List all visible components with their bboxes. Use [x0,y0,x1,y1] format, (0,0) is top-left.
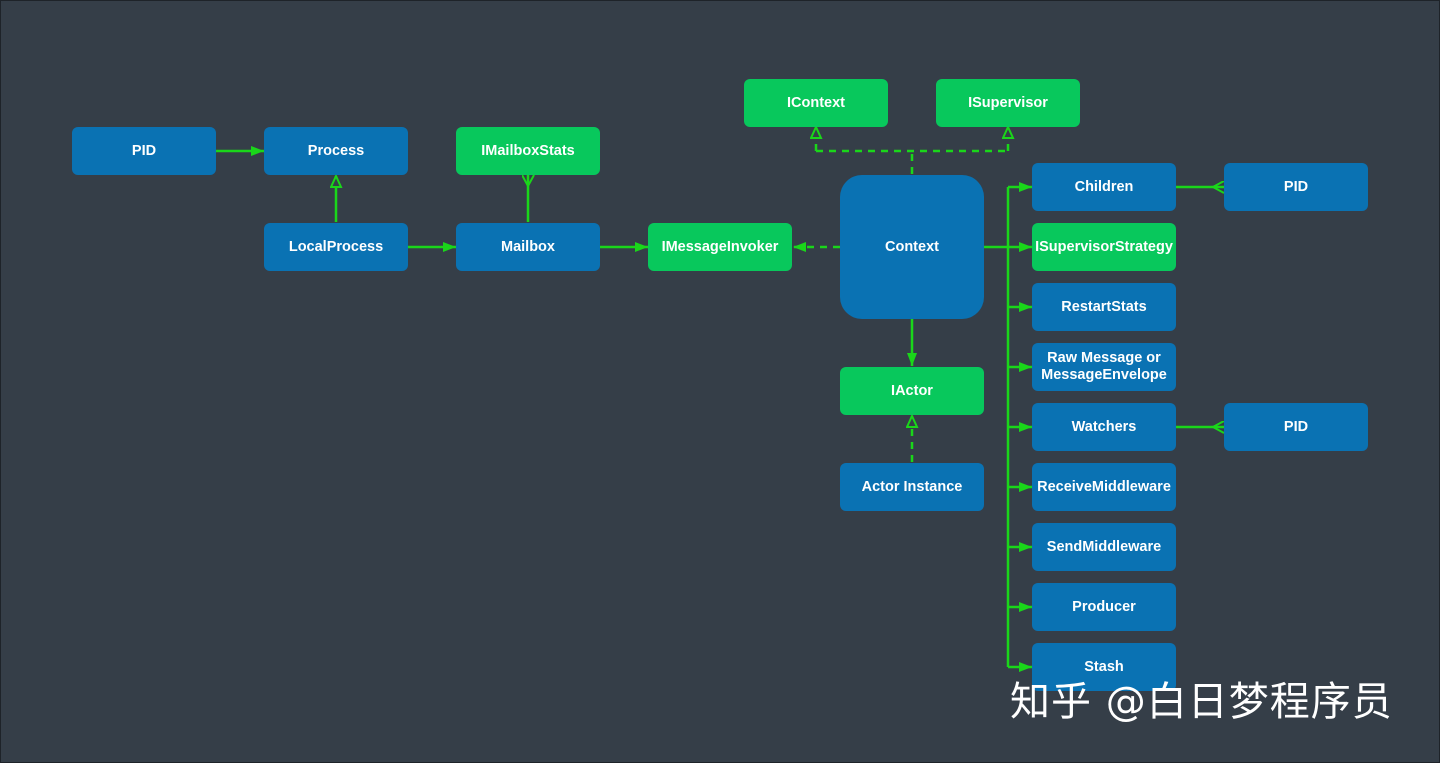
node-raw-message: Raw Message or MessageEnvelope [1032,343,1176,391]
node-receivemiddleware: ReceiveMiddleware [1032,463,1176,511]
node-restartstats: RestartStats [1032,283,1176,331]
edge-context-interfaces [816,149,1008,174]
edge-context-bus [984,187,1010,667]
node-icontext: IContext [744,79,888,127]
node-children: Children [1032,163,1176,211]
node-actor-instance: Actor Instance [840,463,984,511]
node-sendmiddleware: SendMiddleware [1032,523,1176,571]
node-localprocess: LocalProcess [264,223,408,271]
watermark: 知乎 @白日梦程序员 [1010,679,1393,725]
node-pid-3: PID [1224,403,1368,451]
node-isupervisor: ISupervisor [936,79,1080,127]
node-mailbox: Mailbox [456,223,600,271]
node-watchers: Watchers [1032,403,1176,451]
node-iactor: IActor [840,367,984,415]
node-imessageinvoker: IMessageInvoker [648,223,792,271]
node-context: Context [840,175,984,319]
node-isupervisorstrategy: ISupervisorStrategy [1032,223,1176,271]
node-producer: Producer [1032,583,1176,631]
node-process: Process [264,127,408,175]
node-stash: Stash [1032,643,1176,691]
node-pid-2: PID [1224,163,1368,211]
node-imailboxstats: IMailboxStats [456,127,600,175]
node-pid-1: PID [72,127,216,175]
